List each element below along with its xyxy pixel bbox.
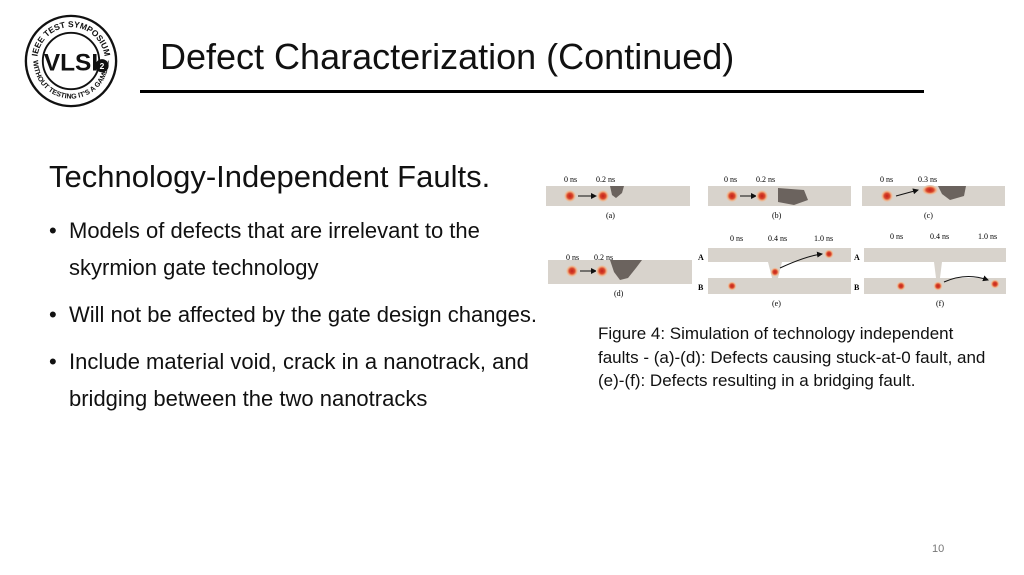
panel-e-time-1: 0.4 ns [768,234,787,243]
panel-f-time-1: 0.4 ns [930,232,949,241]
ieee-vlsi-logo: IEEE TEST SYMPOSIUM WITHOUT TESTING IT'S… [24,14,118,108]
panel-e-track-b: B [698,283,704,292]
bullet-text: Include material void, crack in a nanotr… [69,349,529,411]
panel-e-track-a: A [698,253,704,262]
panel-f-time-0: 0 ns [890,232,903,241]
panel-b: 0 ns 0.2 ns (b) [708,175,851,220]
slide-title: Defect Characterization (Continued) [160,36,735,77]
panel-f-label: (f) [936,299,944,308]
panel-e-label: (e) [772,299,781,308]
panel-a-time-0: 0 ns [564,175,577,184]
panel-b-time-0: 0 ns [724,175,737,184]
logo-center-text: VLSI [44,49,98,76]
panel-d: 0 ns 0.2 ns (d) [548,253,692,298]
panel-c-time-1: 0.3 ns [918,175,937,184]
panel-e-time-2: 1.0 ns [814,234,833,243]
figure-caption: Figure 4: Simulation of technology indep… [598,324,986,390]
logo-badge: 2 [100,61,105,71]
panel-d-time-1: 0.2 ns [594,253,613,262]
panel-b-time-1: 0.2 ns [756,175,775,184]
panel-b-label: (b) [772,211,782,220]
panel-e: 0 ns 0.4 ns 1.0 ns A B (e) [698,234,851,308]
panel-d-time-0: 0 ns [566,253,579,262]
section-heading: Technology-Independent Faults. [49,159,491,194]
bullet-dot-icon: • [49,349,57,374]
bullet-item: • Will not be affected by the gate design… [49,296,539,333]
page-number: 10 [932,543,945,555]
simulation-figure: 0 ns 0.2 ns (a) 0 ns 0.2 ns (b) 0 ns 0.3… [546,175,1006,308]
panel-c-label: (c) [924,211,933,220]
title-underline [140,90,924,93]
bullet-text: Models of defects that are irrelevant to… [69,218,480,280]
panel-d-label: (d) [614,289,624,298]
panel-f: 0 ns 0.4 ns 1.0 ns A B (f) [854,232,1006,308]
panel-a-time-1: 0.2 ns [596,175,615,184]
panel-f-time-2: 1.0 ns [978,232,997,241]
bullet-dot-icon: • [49,302,57,327]
panel-a-label: (a) [606,211,615,220]
bullet-text: Will not be affected by the gate design … [69,302,538,327]
panel-f-track-b: B [854,283,860,292]
panel-e-time-0: 0 ns [730,234,743,243]
panel-a: 0 ns 0.2 ns (a) [546,175,690,220]
panel-f-track-a: A [854,253,860,262]
bullet-item: • Models of defects that are irrelevant t… [49,212,539,286]
bullet-item: • Include material void, crack in a nanot… [49,343,539,417]
bullet-list: • Models of defects that are irrelevant t… [49,212,539,427]
bullet-dot-icon: • [49,218,57,243]
panel-c-time-0: 0 ns [880,175,893,184]
panel-c: 0 ns 0.3 ns (c) [862,175,1005,220]
